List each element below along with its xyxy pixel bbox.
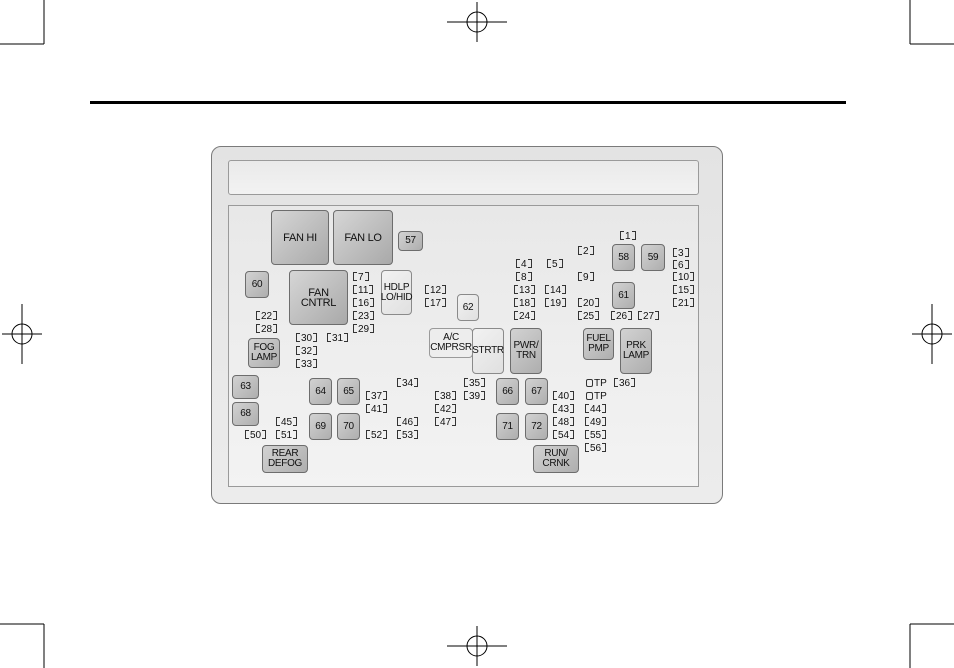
fuse-1: 1 — [620, 231, 636, 242]
fuse-46: 46 — [397, 417, 418, 428]
relay-63: 63 — [232, 375, 259, 399]
fuse-53: 53 — [397, 430, 418, 441]
relay-70: 70 — [337, 413, 360, 440]
relay-fuel-pmp: FUEL PMP — [583, 328, 614, 360]
relay-59: 59 — [641, 244, 665, 271]
fuse-33: 33 — [296, 359, 317, 370]
fuse-32: 32 — [296, 346, 317, 357]
fuse-34: 34 — [397, 378, 418, 389]
relay-71: 71 — [496, 413, 519, 440]
relay-ac-cmprsr: A/C CMPRSR — [429, 328, 473, 358]
fuse-54: 54 — [553, 430, 574, 441]
fuse-28: 28 — [256, 324, 277, 335]
fuse-5: 5 — [547, 259, 563, 270]
fuse-31: 31 — [327, 333, 348, 344]
fuse-26: 26 — [611, 311, 632, 322]
fuse-23: 23 — [353, 311, 374, 322]
fuse-9: 9 — [578, 272, 594, 283]
relay-rear-defog: REAR DEFOG — [262, 445, 308, 473]
fuse-27: 27 — [638, 311, 659, 322]
fuse-16: 16 — [353, 298, 374, 309]
fuse-47: 47 — [435, 417, 456, 428]
fuse-56: 56 — [585, 443, 606, 454]
fuse-18: 18 — [514, 298, 535, 309]
relay-67: 67 — [525, 378, 548, 405]
fuse-25: 25 — [578, 311, 599, 322]
test-point-2: TP — [586, 391, 607, 402]
relay-68: 68 — [232, 402, 259, 426]
fuse-37: 37 — [366, 391, 387, 402]
test-point-1: TP — [586, 378, 607, 389]
fuse-17: 17 — [425, 298, 446, 309]
relay-61: 61 — [612, 282, 635, 309]
relay-57: 57 — [398, 231, 423, 251]
fuse-51: 51 — [276, 430, 297, 441]
header-rule — [90, 101, 846, 104]
relay-hdlp-lo-hid: HDLP LO/HID — [381, 270, 413, 315]
relay-fan-hi: FAN HI — [271, 210, 329, 265]
fuse-block-top-strip — [228, 160, 699, 195]
fuse-48: 48 — [553, 417, 574, 428]
fuse-6: 6 — [673, 260, 689, 271]
fuse-20: 20 — [578, 298, 599, 309]
fuse-40: 40 — [553, 391, 574, 402]
fuse-15: 15 — [673, 285, 694, 296]
relay-64: 64 — [309, 378, 332, 405]
fuse-4: 4 — [516, 259, 532, 270]
fuse-52: 52 — [366, 430, 387, 441]
fuse-36: 36 — [614, 378, 635, 389]
fuse-30: 30 — [296, 333, 317, 344]
fuse-50: 50 — [245, 430, 266, 441]
relay-run-crnk: RUN/ CRNK — [533, 445, 579, 473]
relay-fog-lamp: FOG LAMP — [248, 338, 280, 368]
fuse-39: 39 — [464, 391, 485, 402]
relay-fan-cntrl: FAN CNTRL — [289, 270, 348, 325]
relay-prk-lamp: PRK LAMP — [620, 328, 652, 374]
fuse-13: 13 — [514, 285, 535, 296]
fuse-44: 44 — [585, 404, 606, 415]
fuse-11: 11 — [353, 285, 373, 296]
fuse-12: 12 — [425, 285, 446, 296]
fuse-43: 43 — [553, 404, 574, 415]
fuse-7: 7 — [353, 272, 369, 283]
fuse-35: 35 — [464, 378, 485, 389]
fuse-42: 42 — [435, 404, 456, 415]
relay-pwr-trn: PWR/ TRN — [510, 328, 542, 374]
fuse-22: 22 — [256, 311, 277, 322]
fuse-55: 55 — [585, 430, 606, 441]
relay-66: 66 — [496, 378, 519, 405]
fuse-8: 8 — [516, 272, 532, 283]
fuse-45: 45 — [276, 417, 297, 428]
fuse-21: 21 — [673, 298, 694, 309]
relay-strtr: STRTR — [472, 328, 504, 374]
fuse-49: 49 — [585, 417, 606, 428]
fuse-19: 19 — [545, 298, 566, 309]
fuse-29: 29 — [353, 324, 374, 335]
fuse-14: 14 — [545, 285, 566, 296]
relay-62: 62 — [457, 294, 479, 321]
relay-58: 58 — [612, 244, 635, 271]
fuse-3: 3 — [673, 248, 689, 259]
relay-72: 72 — [525, 413, 548, 440]
fuse-38: 38 — [435, 391, 456, 402]
fuse-41: 41 — [366, 404, 387, 415]
relay-60: 60 — [245, 271, 269, 298]
fuse-24: 24 — [514, 311, 535, 322]
relay-65: 65 — [337, 378, 360, 405]
relay-fan-lo: FAN LO — [333, 210, 393, 265]
relay-69: 69 — [309, 413, 332, 440]
fuse-2: 2 — [578, 246, 594, 257]
fuse-10: 10 — [673, 272, 694, 283]
